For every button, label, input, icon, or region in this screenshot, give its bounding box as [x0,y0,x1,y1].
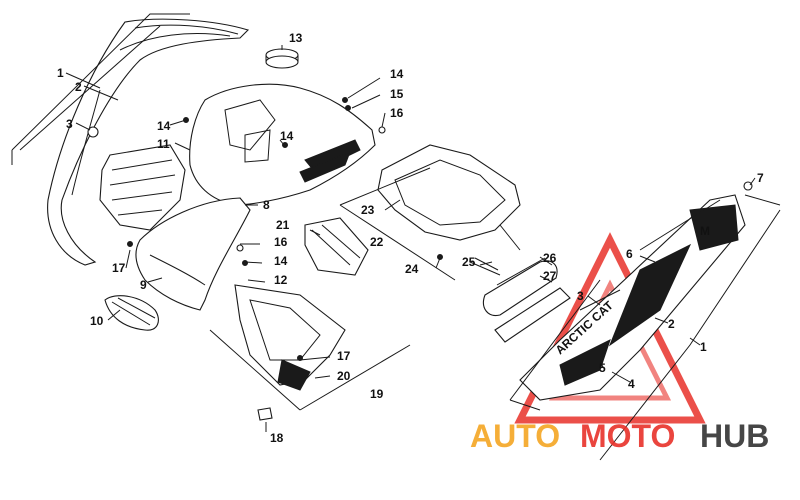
callout-22: 22 [370,235,384,249]
trim-27 [494,287,571,343]
fasteners [127,97,443,421]
callout-26: 26 [543,251,557,265]
lower-nose-panel [135,197,251,311]
callout-14-a: 14 [157,119,171,133]
watermark-moto: MOTO [580,418,675,454]
side-vent-11 [99,144,186,231]
leader-lines [65,45,756,432]
callout-17-b: 17 [337,349,351,363]
callout-9: 9 [140,278,147,292]
callout-7: 7 [757,171,764,185]
lower-bracket-19 [209,329,411,411]
callout-24: 24 [405,262,419,276]
callout-1-left: 1 [57,66,64,80]
callout-15: 15 [390,87,404,101]
callout-5: 5 [599,361,606,375]
callout-20: 20 [337,369,351,383]
callout-13: 13 [289,31,303,45]
windshield-assembly [11,13,250,266]
callout-18: 18 [270,431,284,445]
callout-10: 10 [90,314,104,328]
rod-25 [469,257,501,276]
callout-21: 21 [276,218,290,232]
callouts: 1 2 3 13 14 11 14 15 16 14 8 21 23 22 16… [57,31,764,445]
decal-model-text: M [700,224,710,238]
callout-14-b: 14 [390,67,404,81]
callout-14-c: 14 [280,129,294,143]
callout-3-right: 3 [577,289,584,303]
hood-panel [189,48,376,206]
callout-14-d: 14 [274,254,288,268]
callout-23: 23 [361,203,375,217]
callout-2-left: 2 [75,80,82,94]
callout-17-a: 17 [112,261,126,275]
callout-2-right: 2 [668,317,675,331]
callout-8: 8 [263,198,270,212]
callout-25: 25 [462,255,476,269]
callout-16-a: 16 [390,106,404,120]
headlight-bracket [234,284,346,391]
callout-11: 11 [157,137,170,151]
callout-3-left: 3 [66,117,73,131]
watermark-hub: HUB [700,418,769,454]
watermark-auto: AUTO [470,418,560,454]
callout-27: 27 [543,269,557,283]
callout-4: 4 [628,377,635,391]
callout-19: 19 [370,387,384,401]
callout-1-right: 1 [700,340,707,354]
headlight-grille-10 [104,295,159,331]
lens-21 [304,217,369,276]
callout-16-b: 16 [274,235,288,249]
bracket-tray-23 [339,144,521,281]
callout-12: 12 [274,273,288,287]
watermark-logo: AUTO MOTO HUB [470,418,769,454]
callout-6: 6 [626,247,633,261]
